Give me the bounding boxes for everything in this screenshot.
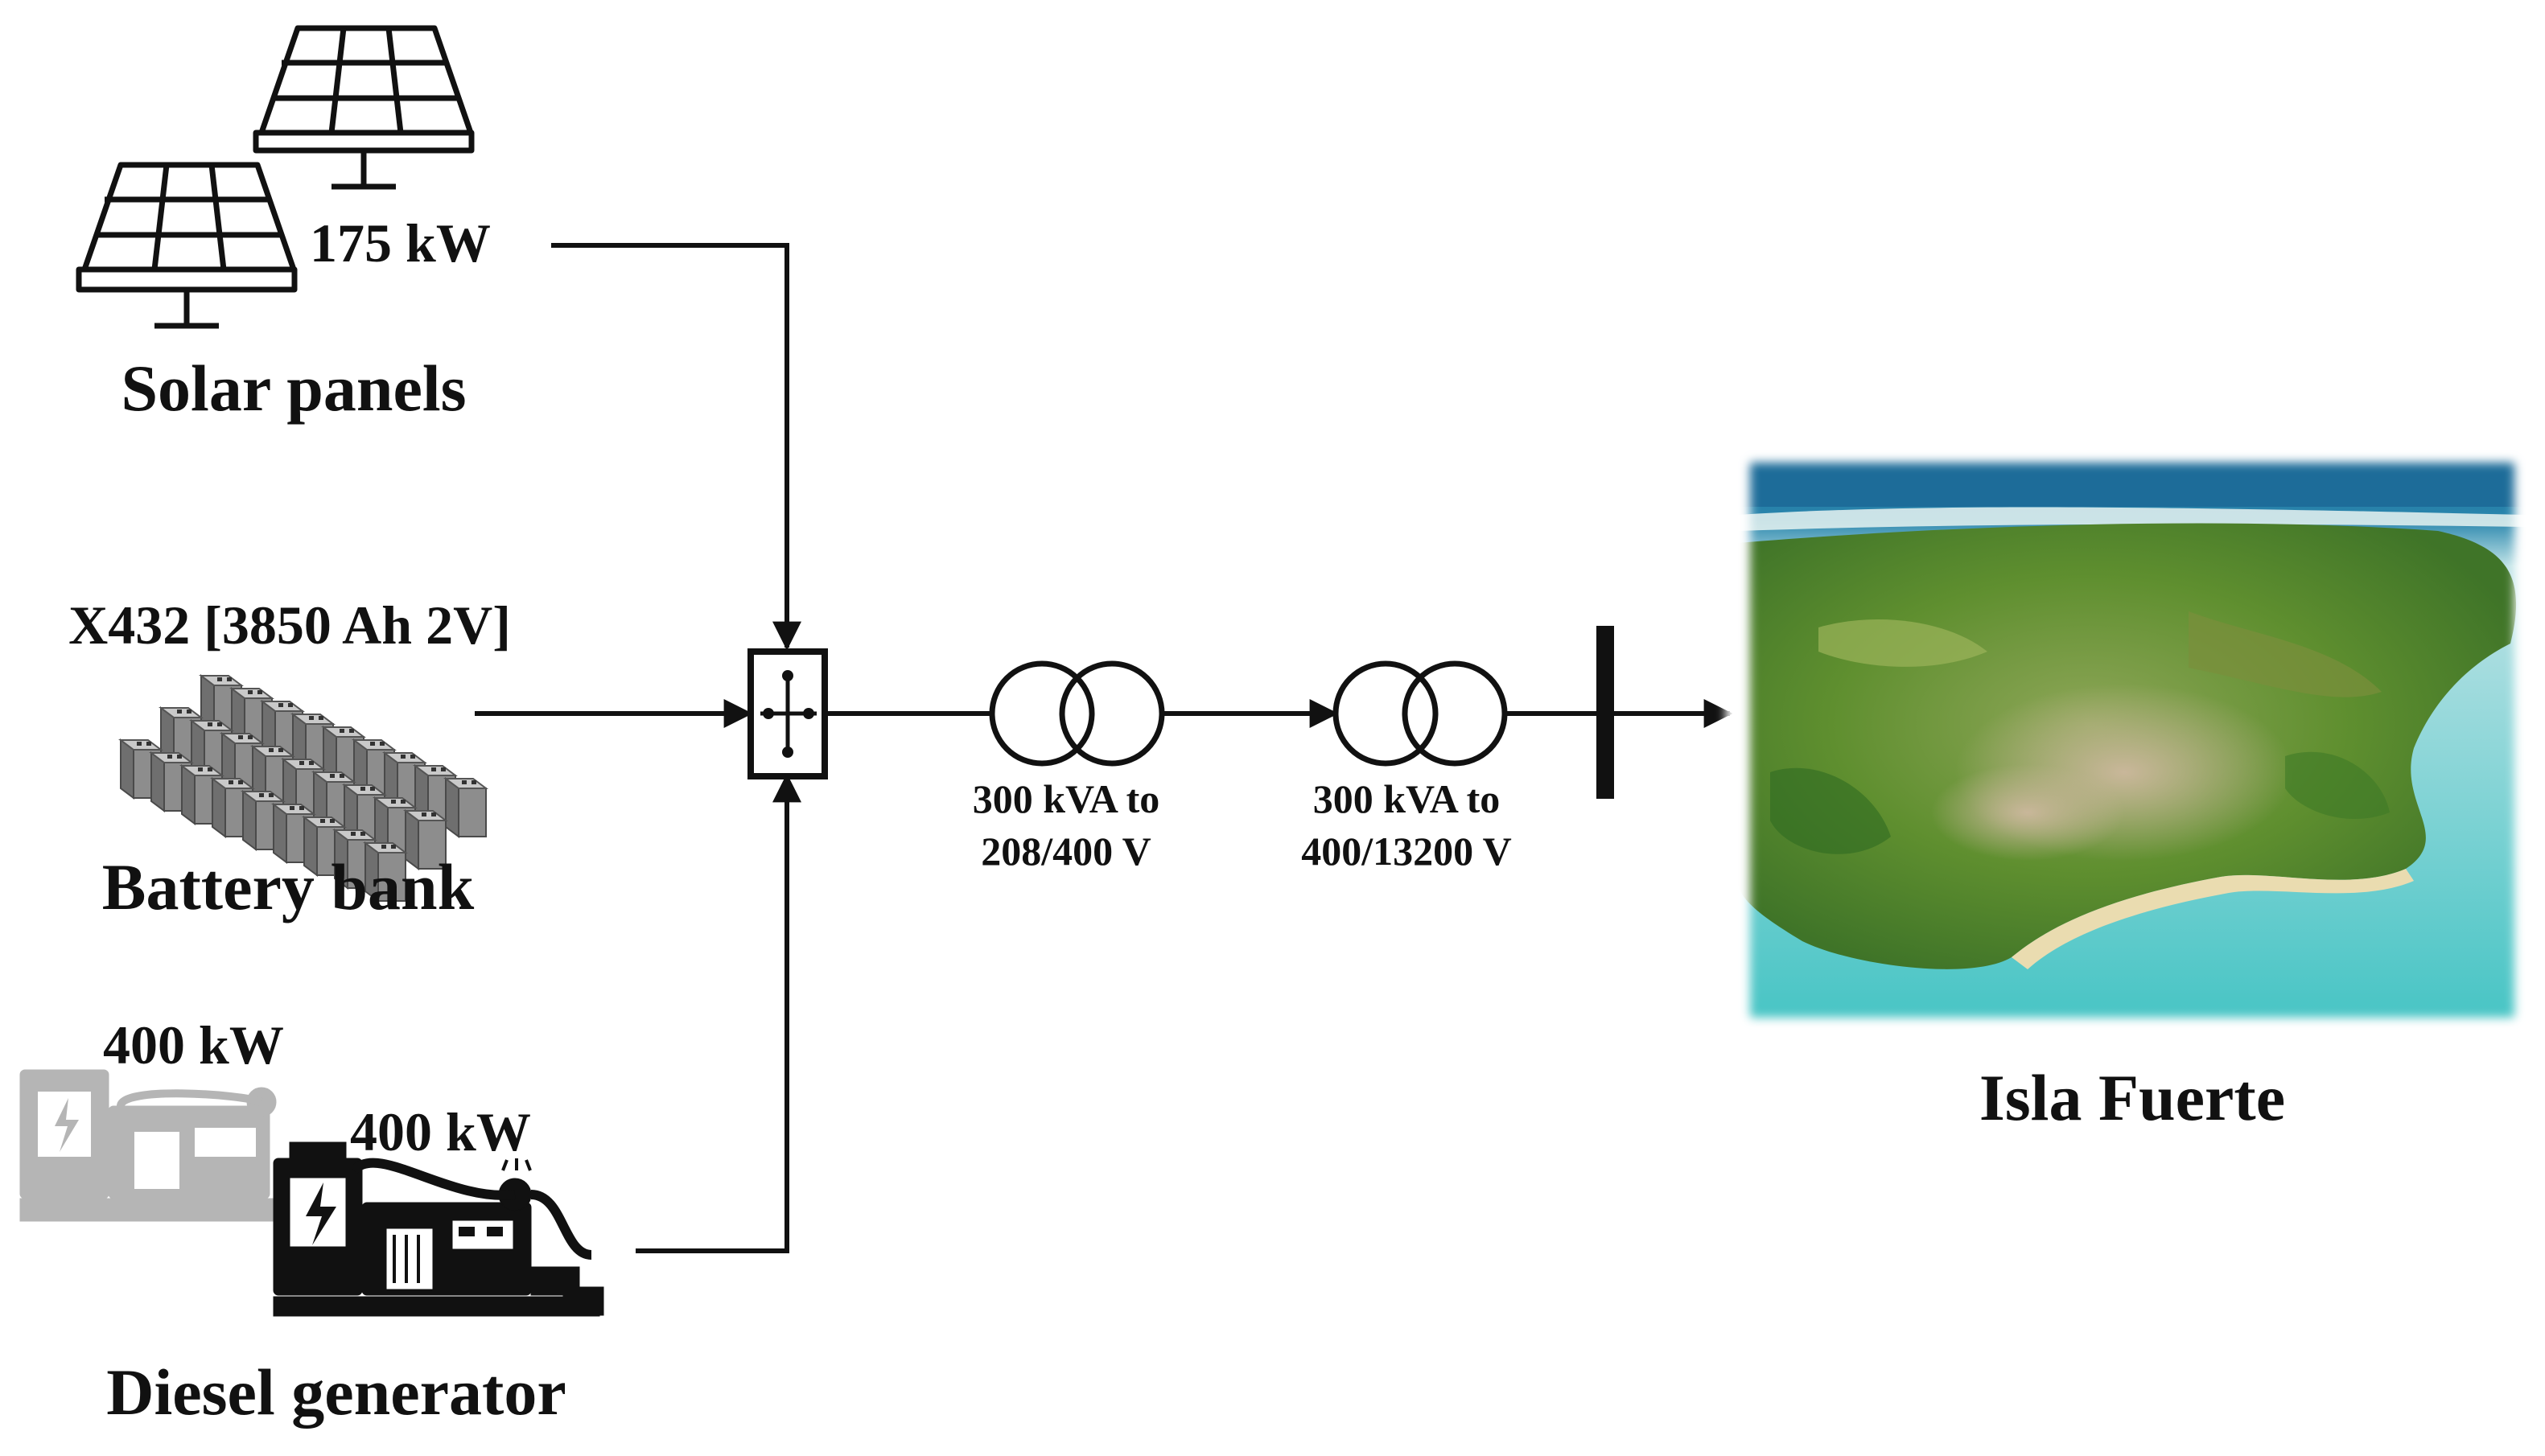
battery-spec-label: X432 [3850 Ah 2V] — [68, 594, 511, 656]
ghost-generator — [19, 1069, 277, 1222]
battery-cell — [443, 777, 488, 838]
connector-lines — [475, 243, 1733, 1253]
diesel-power-label-1: 400 kW — [103, 1014, 284, 1076]
battery-cell — [403, 809, 448, 870]
island-aerial-photo — [1738, 450, 2526, 1030]
battery-bank-label: Battery bank — [102, 850, 475, 923]
inverter-icon — [747, 648, 828, 779]
transformer-1-icon — [989, 660, 1165, 767]
busbar-icon — [1596, 626, 1614, 799]
transformer-2-rating: 300 kVA to — [1313, 776, 1500, 821]
main-generator — [273, 1141, 604, 1317]
isla-fuerte-label: Isla Fuerte — [1979, 1061, 2285, 1134]
battery-cell — [271, 803, 316, 864]
diesel-generator-label: Diesel generator — [106, 1355, 566, 1429]
battery-bank-icon — [118, 674, 488, 903]
transformer-2-voltage: 400/13200 V — [1301, 829, 1512, 874]
transformer-2-icon — [1332, 660, 1508, 767]
solar-panel-front — [76, 162, 298, 329]
transformer-1-voltage: 208/400 V — [981, 829, 1151, 874]
battery-cell — [363, 841, 408, 903]
photo-soft-border — [1726, 438, 2539, 1042]
solar-power-label: 175 kW — [310, 212, 491, 274]
solar-connector — [551, 243, 801, 651]
diesel-generator-icon — [19, 1069, 604, 1317]
transformer-1-rating: 300 kVA to — [973, 776, 1159, 821]
solar-panel-back — [253, 25, 475, 190]
diesel-connector — [636, 773, 801, 1253]
solar-panel-icon — [76, 25, 475, 329]
diesel-power-label-2: 400 kW — [350, 1101, 531, 1162]
solar-panels-label: Solar panels — [121, 352, 466, 425]
